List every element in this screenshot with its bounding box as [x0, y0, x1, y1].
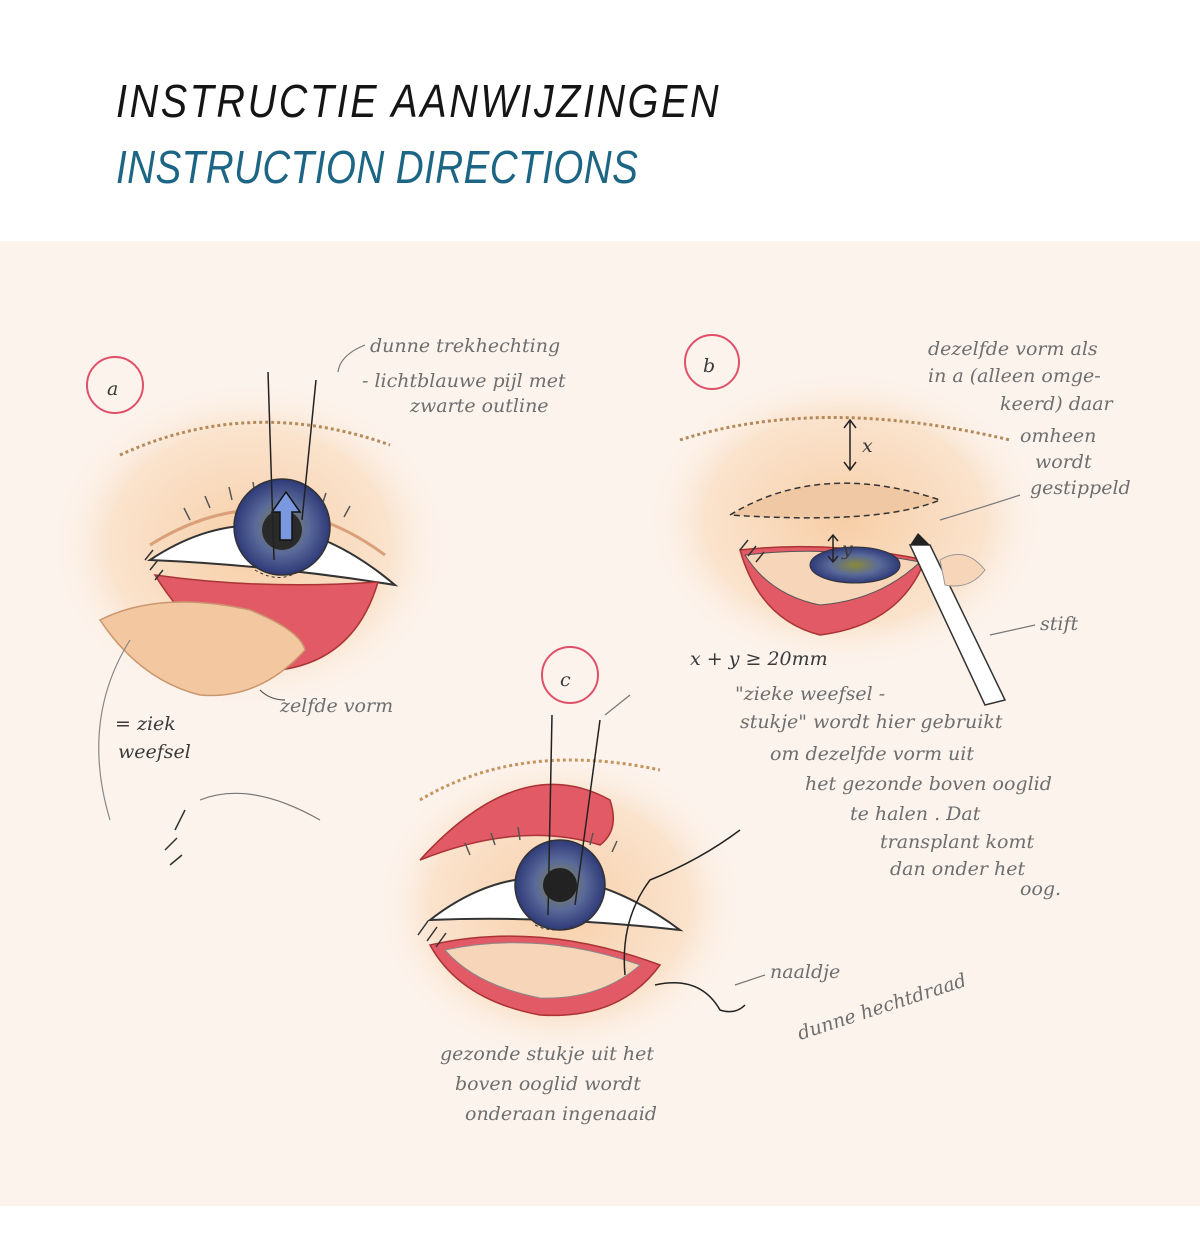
panel-b-note-2: stukje" wordt hier gebruikt: [740, 711, 1003, 733]
panel-a-note-thread-3: zwarte outline: [409, 395, 549, 417]
panel-c-note-healthy-1: gezonde stukje uit het: [440, 1043, 654, 1065]
panel-c-badge: [541, 646, 599, 704]
panel-c-label: c: [560, 669, 571, 691]
panel-b-y-label: y: [841, 538, 853, 560]
panel-b-note-3: om dezelfde vorm uit: [770, 743, 974, 765]
panel-b-note-7: dan onder het: [890, 858, 1025, 880]
panel-b-note-shape-4: omheen: [1020, 425, 1096, 447]
panel-b-note-shape-3: keerd) daar: [1000, 393, 1115, 415]
panel-a-badge: [86, 356, 144, 414]
panel-b-note-4: het gezonde boven ooglid: [805, 773, 1052, 795]
panel-a-note-thread-1: dunne trekhechting: [370, 335, 560, 357]
panel-b-label: b: [703, 355, 715, 377]
panel-b-badge: [684, 334, 740, 390]
panel-b-note-1: "zieke weefsel -: [735, 683, 885, 705]
panel-b-note-shape-1: dezelfde vorm als: [928, 338, 1098, 360]
page-subtitle: INSTRUCTION DIRECTIONS: [116, 141, 639, 193]
panel-b-note-5: te halen . Dat: [850, 803, 981, 825]
panel-a-note-same-shape: zelfde vorm: [279, 695, 393, 717]
panel-b-note-6: transplant komt: [880, 831, 1034, 853]
panel-c-note-needle: naaldje: [770, 961, 840, 983]
lift-arrow-icon: [270, 490, 302, 541]
page-title: INSTRUCTIE AANWIJZINGEN: [116, 75, 722, 127]
bottom-strip: [0, 1206, 1200, 1250]
panel-a-note-diseased-1: = ziek: [115, 713, 176, 735]
panel-a-note-thread-2: - lichtblauwe pijl met: [362, 370, 566, 392]
panel-a: a dunne trekhechting - lichtblauwe pijl …: [50, 335, 566, 866]
panel-c-note-healthy-2: boven ooglid wordt: [455, 1073, 641, 1095]
panel-b-note-shape-6: gestippeld: [1030, 477, 1131, 499]
panel-b-x-label: x: [862, 435, 873, 457]
panel-b-note-shape-2: in a (alleen omge-: [928, 365, 1101, 387]
panel-b-formula: x + y ≥ 20mm: [690, 648, 828, 670]
panel-b-note-8: oog.: [1020, 878, 1061, 900]
panel-c: c naaldje dunne hechtdraad gezonde stukj…: [375, 646, 969, 1125]
panel-a-label: a: [107, 378, 118, 400]
panel-b-note-shape-5: wordt: [1035, 451, 1092, 473]
panel-c-note-healthy-3: onderaan ingenaaid: [465, 1103, 657, 1125]
panel-b-note-pen: stift: [1040, 613, 1078, 635]
panel-b: b x y dezelfde vorm als in a (alleen omg…: [645, 334, 1131, 900]
panel-a-note-diseased-2: weefsel: [118, 741, 191, 763]
